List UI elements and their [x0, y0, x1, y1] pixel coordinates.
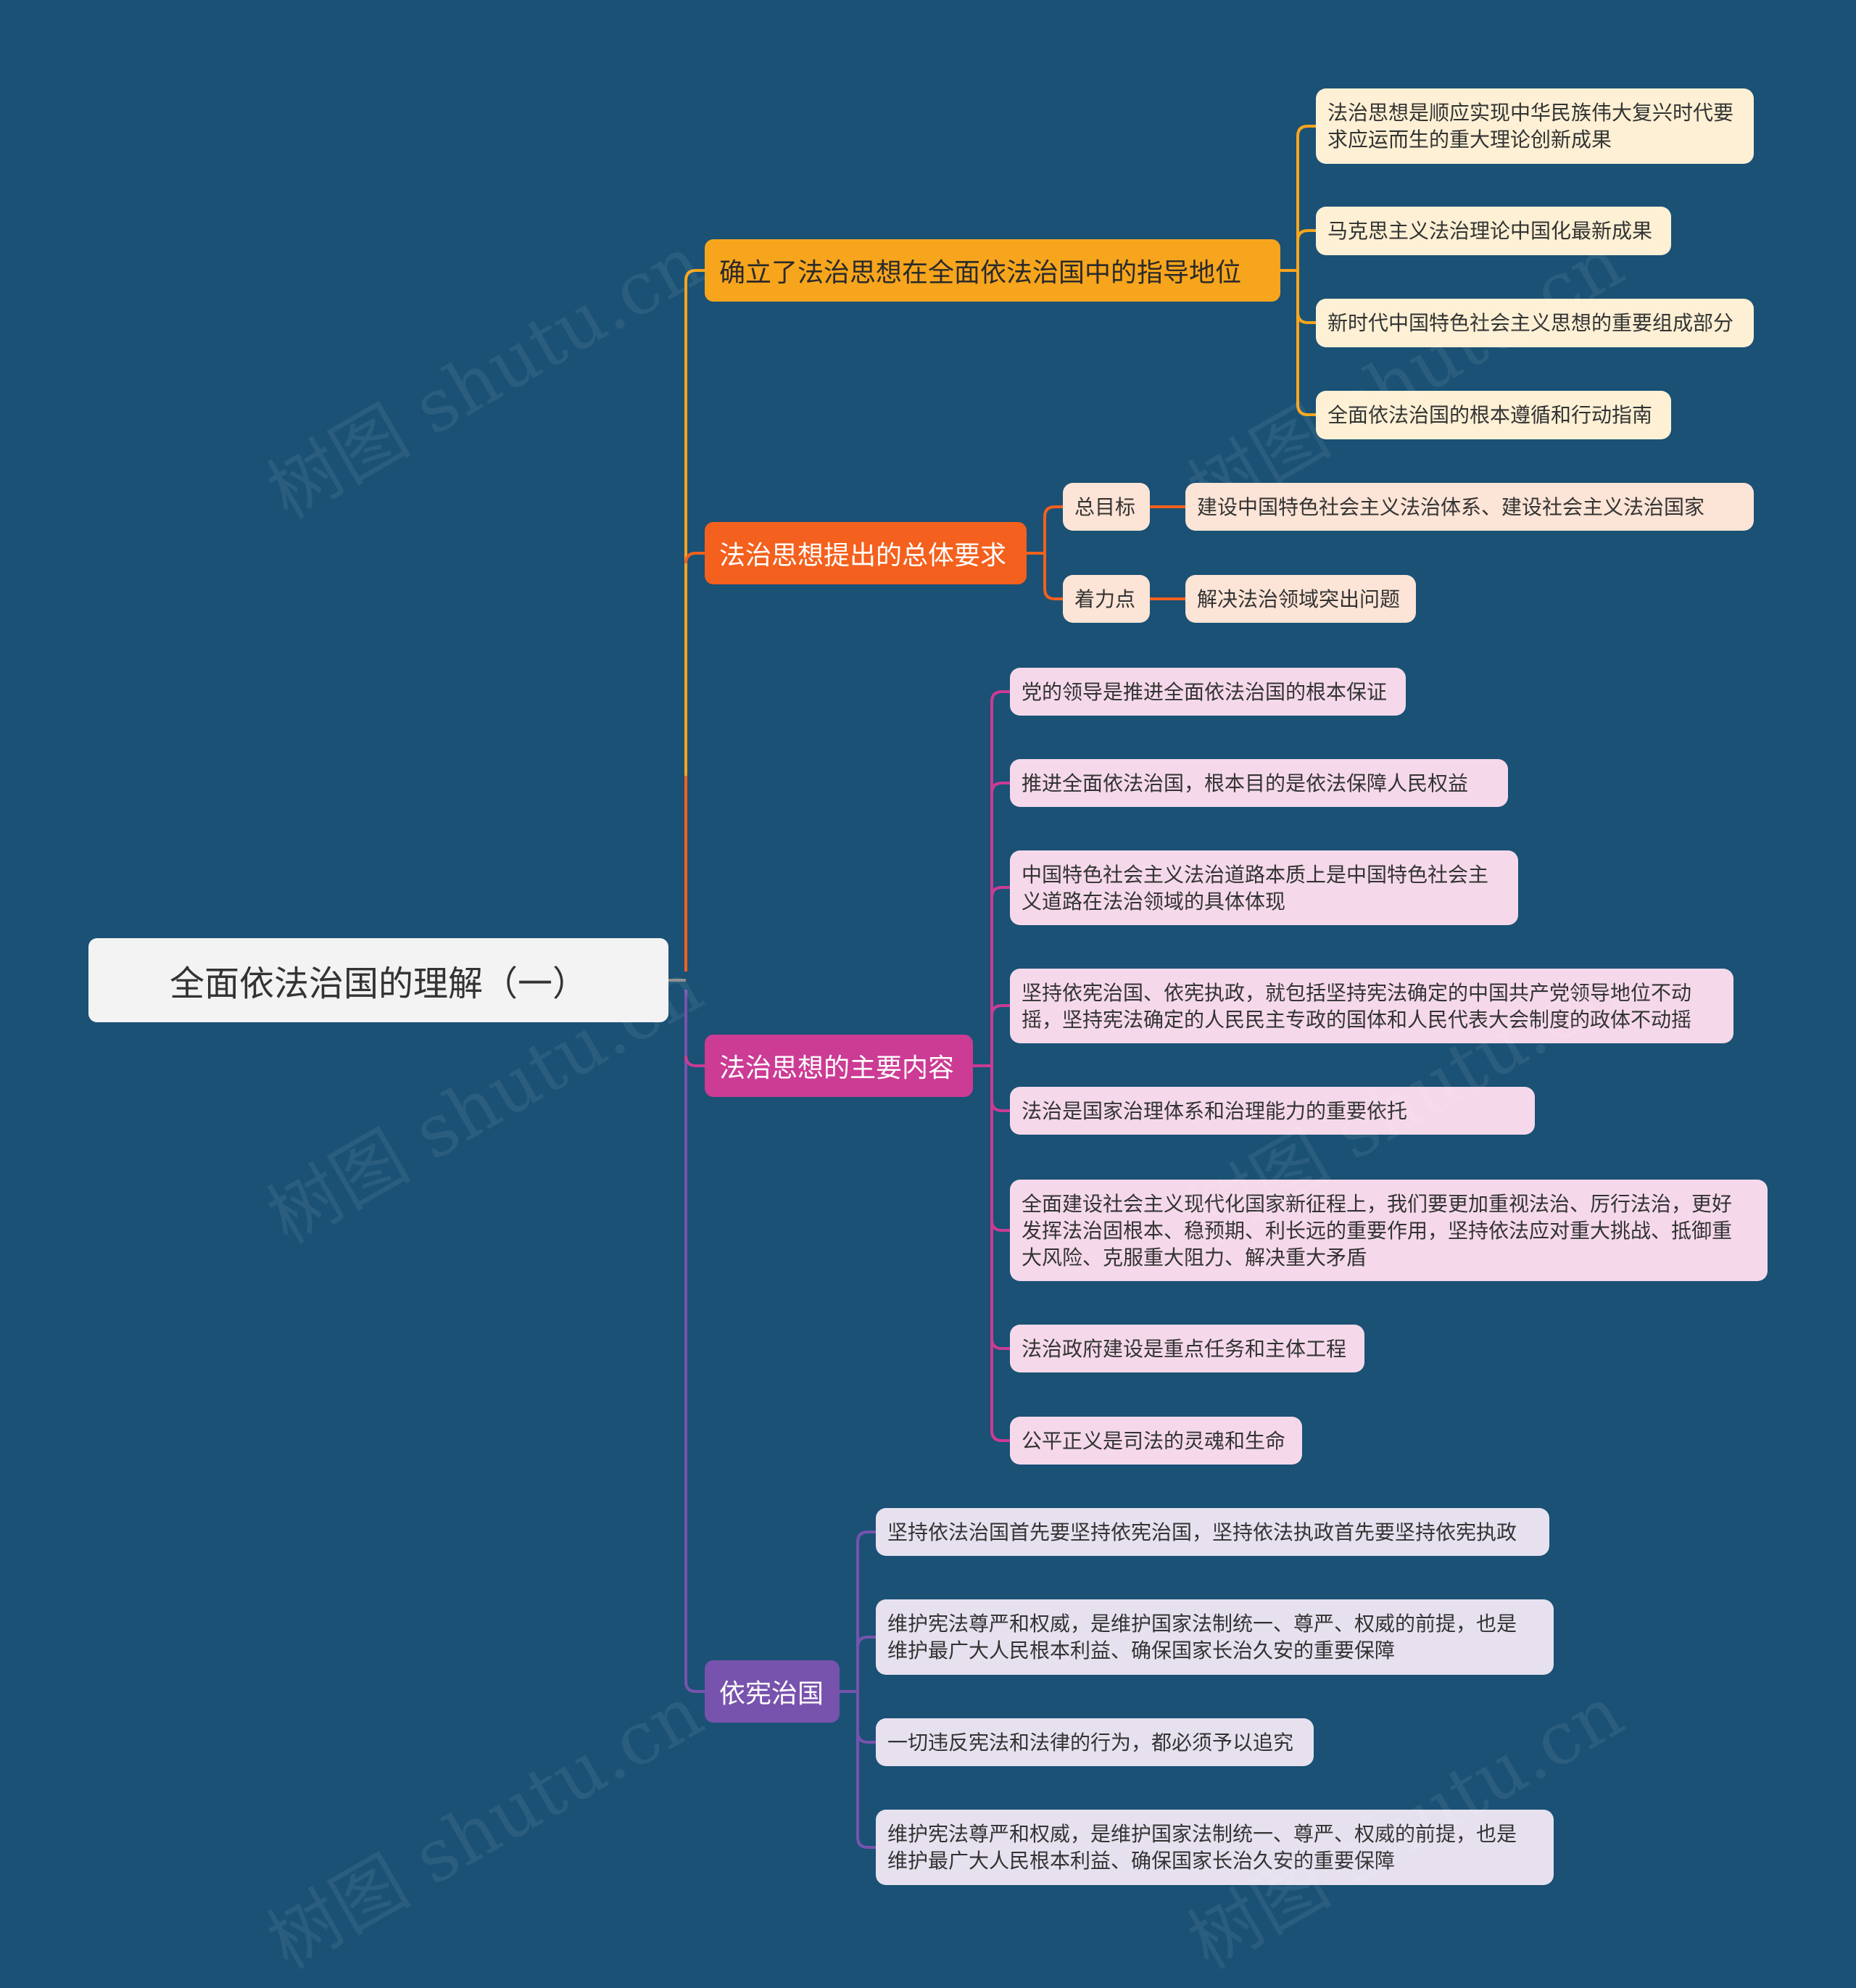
b3-edge [990, 782, 1010, 794]
leaf-content-2[interactable]: 推进全面依法治国，根本目的是依法保障人民权益 [1010, 759, 1508, 807]
sub-overall-goal[interactable]: 总目标 [1063, 483, 1150, 531]
leaf-focus-point[interactable]: 解决法治领域突出问题 [1185, 575, 1416, 623]
leaf-content-8[interactable]: 公平正义是司法的灵魂和生命 [1010, 1417, 1302, 1465]
b3-edge [990, 1430, 1010, 1442]
leaf-constitution-4[interactable]: 维护宪法尊严和权威，是维护国家法制统一、尊严、权威的前提，也是 维护最广大人民根… [876, 1810, 1554, 1885]
b3-edge [990, 1219, 1010, 1232]
leaf-constitution-3[interactable]: 一切违反宪法和法律的行为，都必须予以追究 [876, 1718, 1314, 1766]
root-edge [684, 1681, 705, 1693]
leaf-overall-goal[interactable]: 建设中国特色社会主义法治体系、建设社会主义法治国家 [1185, 483, 1754, 531]
leaf-content-3[interactable]: 中国特色社会主义法治道路本质上是中国特色社会主 义道路在法治领域的具体体现 [1010, 850, 1518, 925]
branch-overall-requirements[interactable]: 法治思想提出的总体要求 [705, 522, 1027, 584]
branch-guiding-status[interactable]: 确立了法治思想在全面依法治国中的指导地位 [705, 239, 1280, 302]
leaf-content-5[interactable]: 法治是国家治理体系和治理能力的重要依托 [1010, 1087, 1535, 1135]
leaf-constitution-1[interactable]: 坚持依法治国首先要坚持依宪治国，坚持依法执政首先要坚持依宪执政 [876, 1508, 1549, 1556]
root-edge [684, 552, 705, 564]
leaf-guiding-3[interactable]: 新时代中国特色社会主义思想的重要组成部分 [1316, 299, 1754, 347]
root-edge [684, 269, 705, 281]
root-edge [684, 1055, 705, 1067]
b4-edge [856, 1636, 876, 1648]
b2-edge [1043, 588, 1063, 600]
root-topic[interactable]: 全面依法治国的理解（一） [88, 938, 668, 1022]
b4-edge [856, 1531, 876, 1543]
branch-label: 依宪治国 [719, 1679, 824, 1709]
b3-edge [990, 1338, 1010, 1350]
b1-edge [1296, 404, 1316, 416]
leaf-guiding-2[interactable]: 马克思主义法治理论中国化最新成果 [1316, 207, 1671, 255]
leaf-content-7[interactable]: 法治政府建设是重点任务和主体工程 [1010, 1325, 1364, 1372]
b1-edge [1296, 229, 1316, 241]
b3-edge [990, 1004, 1010, 1016]
b4-edge [856, 1836, 876, 1849]
leaf-guiding-4[interactable]: 全面依法治国的根本遵循和行动指南 [1316, 391, 1671, 439]
sub-focus-point[interactable]: 着力点 [1063, 575, 1150, 623]
b3-edge [990, 886, 1010, 898]
leaf-content-1[interactable]: 党的领导是推进全面依法治国的根本保证 [1010, 668, 1406, 716]
branch-label: 确立了法治思想在全面依法治国中的指导地位 [719, 258, 1242, 288]
b2-edge [1043, 505, 1063, 518]
b1-edge [1296, 125, 1316, 137]
branch-constitution[interactable]: 依宪治国 [705, 1660, 840, 1723]
leaf-constitution-2[interactable]: 维护宪法尊严和权威，是维护国家法制统一、尊严、权威的前提，也是 维护最广大人民根… [876, 1599, 1554, 1675]
b4-edge [856, 1731, 876, 1744]
leaf-guiding-1[interactable]: 法治思想是顺应实现中华民族伟大复兴时代要 求应运而生的重大理论创新成果 [1316, 88, 1754, 164]
leaf-content-4[interactable]: 坚持依宪治国、依宪执政，就包括坚持宪法确定的中国共产党领导地位不动 摇，坚持宪法… [1010, 969, 1733, 1043]
root-title: 全面依法治国的理解（一） [169, 964, 587, 1004]
b3-edge [990, 690, 1010, 703]
b1-edge [1296, 312, 1316, 324]
branch-label: 法治思想的主要内容 [719, 1053, 955, 1083]
branch-main-content[interactable]: 法治思想的主要内容 [705, 1035, 973, 1097]
leaf-content-6[interactable]: 全面建设社会主义现代化国家新征程上，我们要更加重视法治、厉行法治，更好 发挥法治… [1010, 1180, 1768, 1281]
b3-edge [990, 1100, 1010, 1112]
branch-label: 法治思想提出的总体要求 [719, 541, 1007, 571]
